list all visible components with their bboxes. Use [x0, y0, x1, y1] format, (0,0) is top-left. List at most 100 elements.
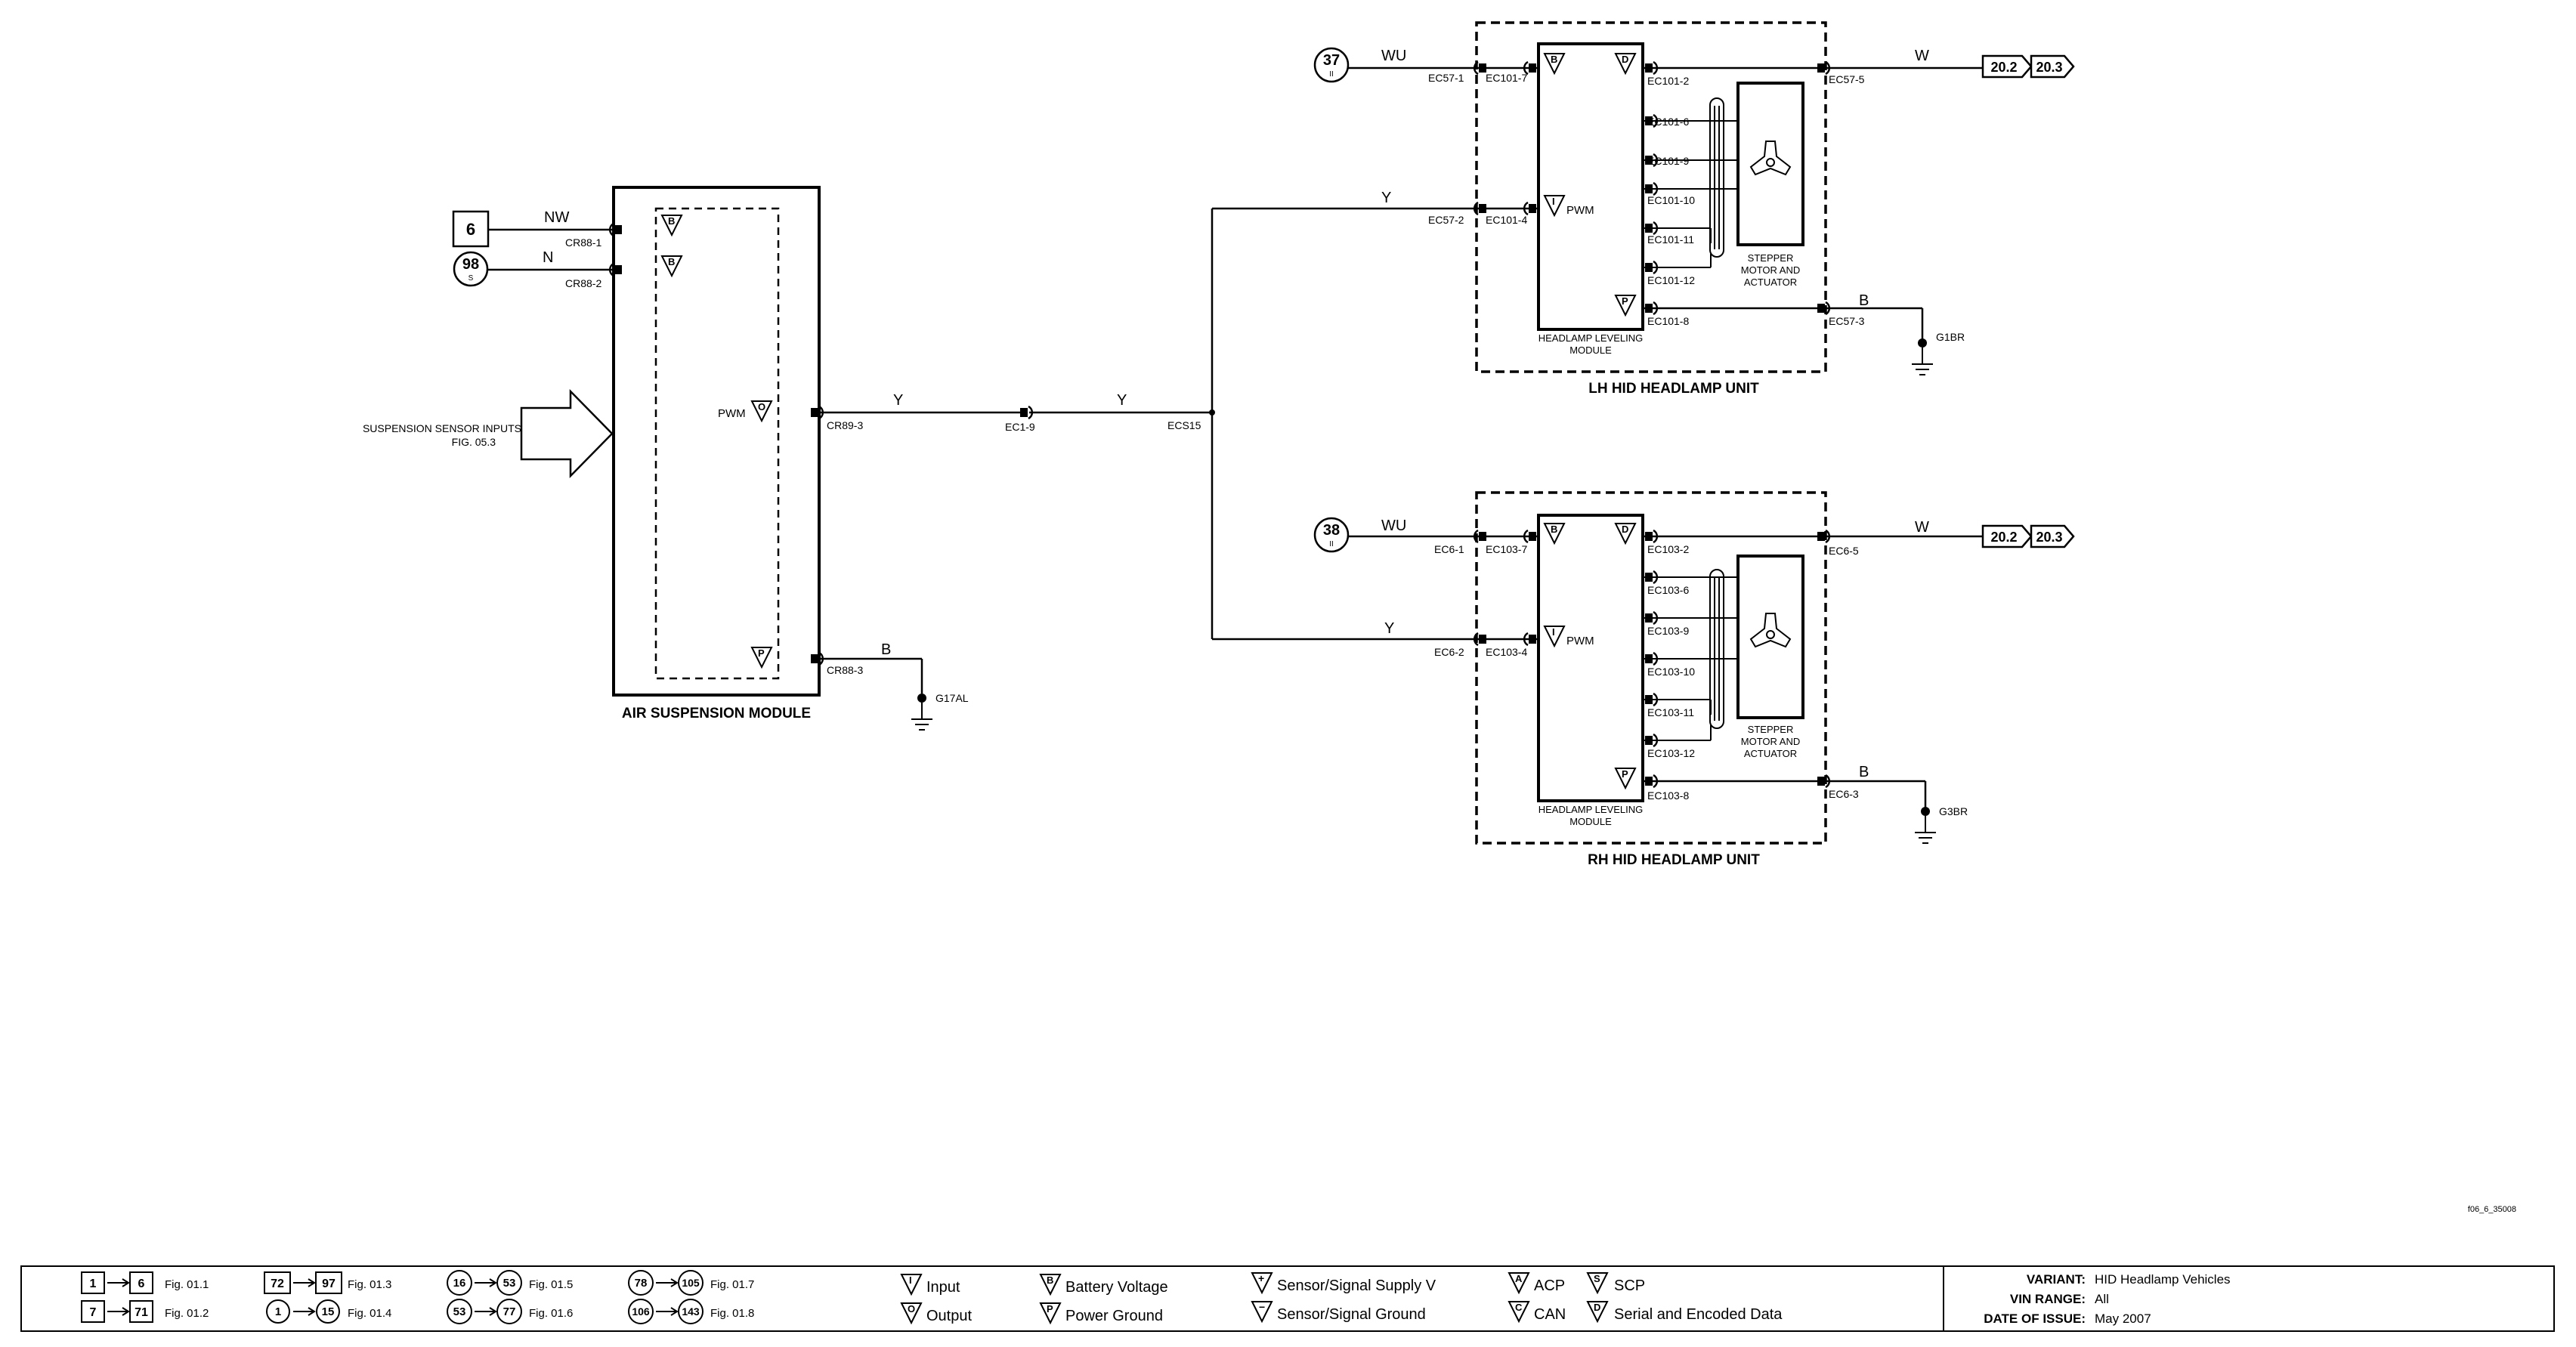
svg-text:P: P	[1622, 768, 1628, 780]
wire-label-y: Y	[1117, 392, 1127, 409]
lh-hid-headlamp-unit: LH HID HEADLAMP UNIT B D I P PWM HEADLAM…	[1428, 21, 1865, 397]
legend-serial-label: Serial and Encoded Data	[1614, 1306, 1783, 1323]
wire-label-w: W	[1915, 48, 1929, 64]
svg-text:O: O	[758, 401, 765, 412]
serial-data-symbol: D	[1615, 53, 1636, 74]
pin-label: EC101-2	[1647, 75, 1689, 87]
vin-range-value: All	[2095, 1292, 2109, 1306]
date-of-issue-value: May 2007	[2095, 1311, 2151, 1326]
wire-label-b: B	[881, 641, 891, 658]
svg-text:P: P	[758, 647, 765, 659]
svg-text:7: 7	[90, 1306, 97, 1319]
pin-label: EC101-8	[1647, 315, 1689, 327]
svg-text:38: 38	[1323, 522, 1340, 539]
lh-unit-dashed-box	[1475, 21, 1827, 373]
pin-label: EC103-10	[1647, 666, 1695, 678]
legend-supply-label: Sensor/Signal Supply V	[1277, 1277, 1436, 1294]
rh-leveling-module-box	[1537, 514, 1644, 802]
rh-unit-dashed-box	[1475, 491, 1827, 845]
legend-fig-ref: 16 53 Fig. 01.5	[447, 1270, 573, 1296]
svg-text:20.2: 20.2	[1990, 530, 2017, 545]
svg-text:A: A	[1515, 1273, 1523, 1284]
motor-label: MOTOR AND	[1741, 736, 1801, 747]
svg-text:O: O	[908, 1303, 915, 1315]
pin-label: EC103-6	[1647, 584, 1689, 596]
battery-voltage-symbol: B	[661, 255, 682, 277]
svg-text:S: S	[1594, 1273, 1600, 1284]
air-suspension-module: B B O P PWM AIR SUSPENSION MODULE CR88-1…	[565, 186, 863, 721]
pin-label: EC57-5	[1829, 73, 1865, 85]
ground-symbol	[911, 693, 933, 731]
svg-text:98: 98	[462, 256, 479, 273]
battery-voltage-symbol: B	[1544, 523, 1565, 544]
pin-label: EC6-5	[1829, 545, 1859, 557]
svg-text:Fig. 01.2: Fig. 01.2	[165, 1307, 209, 1320]
legend-fig-ref: 7 71 Fig. 01.2	[81, 1300, 209, 1323]
power-ground-symbol: P	[751, 647, 772, 668]
svg-text:B: B	[1551, 54, 1557, 65]
svg-text:I: I	[1552, 196, 1555, 207]
pin-label: CR89-3	[827, 419, 863, 431]
svg-text:15: 15	[322, 1305, 335, 1318]
vin-range-label: VIN RANGE:	[2010, 1292, 2086, 1306]
svg-text:Fig. 01.8: Fig. 01.8	[710, 1307, 754, 1320]
pwm-label: PWM	[1566, 204, 1594, 217]
input-box-6: 6	[452, 210, 490, 248]
svg-text:B: B	[1047, 1274, 1053, 1286]
suspension-sensor-arrow	[520, 388, 614, 479]
wire-label-wu: WU	[1381, 517, 1406, 534]
power-ground-symbol: P	[1615, 768, 1636, 789]
legend-scp-label: SCP	[1614, 1277, 1645, 1294]
legend-fig-ref: 1 6 Fig. 01.1	[81, 1271, 209, 1294]
legend-battery-label: Battery Voltage	[1065, 1279, 1168, 1296]
svg-text:B: B	[668, 256, 675, 267]
pin-label: EC101-7	[1486, 72, 1527, 84]
svg-text:20.3: 20.3	[2036, 530, 2062, 545]
svg-text:16: 16	[453, 1277, 466, 1290]
ground-label: G17AL	[935, 692, 969, 704]
pwm-label: PWM	[1566, 635, 1594, 647]
wire-label-nw: NW	[544, 209, 569, 226]
actuator-icon	[1749, 613, 1792, 648]
pin-label: EC103-4	[1486, 646, 1527, 658]
cable-bundle	[1709, 97, 1724, 258]
pin-label: EC101-11	[1647, 233, 1694, 246]
pin-label: EC57-1	[1428, 72, 1464, 84]
svg-text:71: 71	[135, 1306, 148, 1319]
svg-text:1: 1	[90, 1277, 97, 1290]
pin-label: CR88-3	[827, 664, 863, 676]
connector-label: ECS15	[1167, 419, 1201, 431]
svg-text:−: −	[1259, 1301, 1265, 1313]
svg-text:78: 78	[635, 1277, 648, 1290]
input-circle-37: 37 II	[1313, 47, 1350, 83]
lh-leveling-module-box	[1537, 42, 1644, 331]
pin-label: EC103-2	[1647, 543, 1689, 555]
svg-text:20.2: 20.2	[1990, 60, 2017, 75]
module-label: HEADLAMP LEVELING	[1538, 332, 1643, 344]
svg-text:6: 6	[466, 220, 475, 239]
cable-bundle	[1709, 569, 1724, 729]
svg-text:II: II	[1329, 70, 1334, 79]
svg-text:P: P	[1047, 1303, 1053, 1315]
svg-text:37: 37	[1323, 52, 1340, 69]
svg-text:6: 6	[138, 1277, 145, 1290]
pin-label: EC103-11	[1647, 706, 1694, 718]
pin-label: EC6-3	[1829, 788, 1859, 800]
svg-text:B: B	[668, 215, 675, 227]
wire-label-y: Y	[1381, 190, 1391, 206]
pin-label: EC101-10	[1647, 194, 1695, 206]
serial-data-symbol: D	[1615, 523, 1636, 544]
svg-text:1: 1	[275, 1305, 281, 1318]
legend-fig-ref: 106 143 Fig. 01.8	[628, 1299, 754, 1324]
rh-unit-title: RH HID HEADLAMP UNIT	[1588, 852, 1760, 868]
power-ground-symbol: P	[1615, 295, 1636, 316]
ground-symbol	[1911, 338, 1934, 375]
svg-text:20.3: 20.3	[2036, 60, 2062, 75]
wire-label-b: B	[1859, 764, 1869, 780]
legend-panel: 1 6 Fig. 01.1 7 71 Fig. 01.2 72 97 Fig. …	[20, 1265, 2555, 1332]
svg-text:Fig. 01.3: Fig. 01.3	[348, 1278, 391, 1291]
legend-fig-ref: 1 15 Fig. 01.4	[266, 1299, 391, 1324]
sensor-label: SUSPENSION SENSOR INPUTS	[363, 422, 521, 434]
legend-output-label: Output	[926, 1308, 972, 1324]
